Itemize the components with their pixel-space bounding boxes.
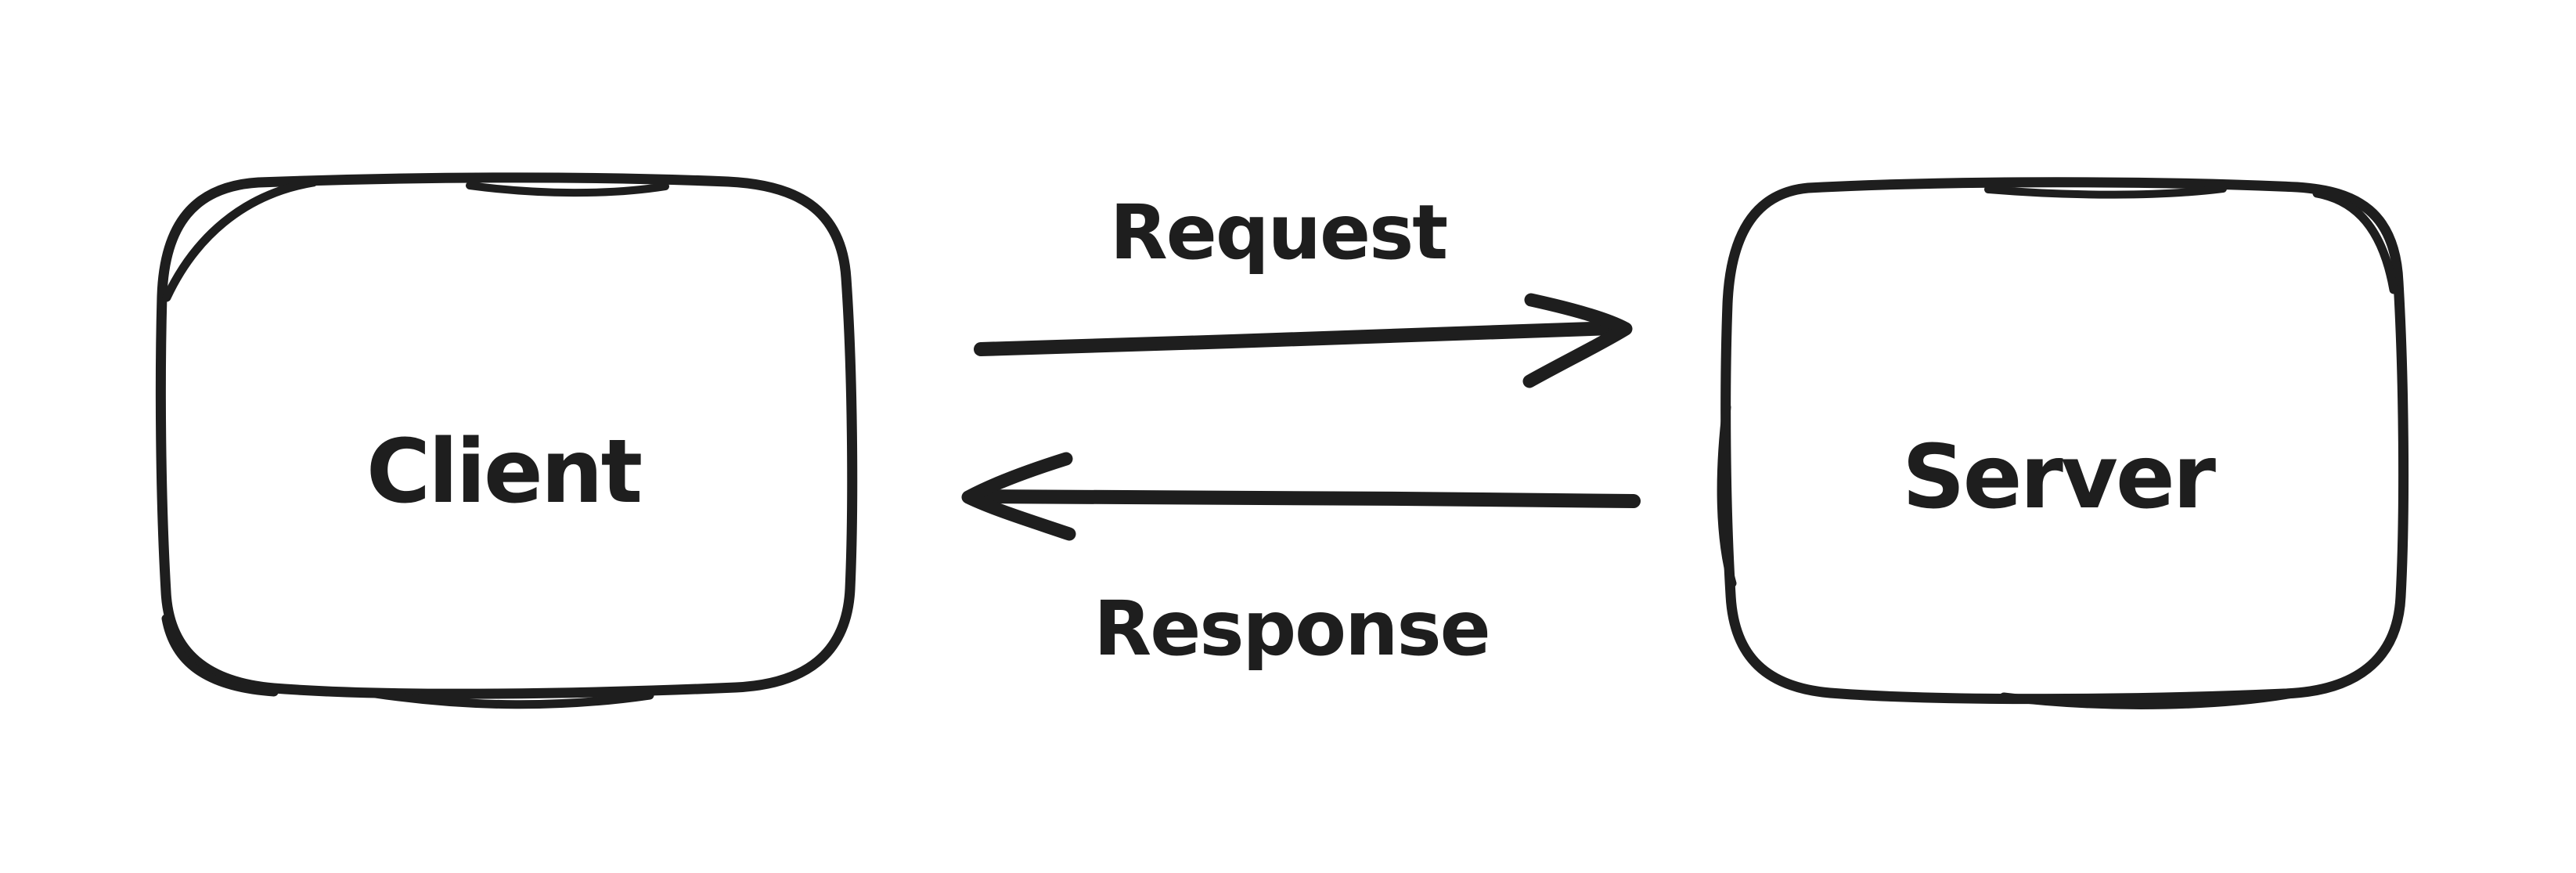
server-box-overdraw-left-edge xyxy=(1717,402,1737,588)
client-node xyxy=(155,172,858,709)
server-box-overdraw-top-right-corner xyxy=(2312,189,2398,294)
labels-layer: Client Server Request Response xyxy=(366,189,2218,673)
request-arrow-label: Request xyxy=(1110,189,1447,276)
client-box-outline xyxy=(155,172,858,699)
response-arrow-label: Response xyxy=(1093,585,1489,673)
client-box-overdraw-top-edge xyxy=(466,182,669,197)
response-arrow-shaft xyxy=(970,489,1641,508)
client-box-overdraw-bottom-edge xyxy=(371,689,654,709)
request-arrow-shaft xyxy=(974,321,1619,356)
response-arrowhead xyxy=(961,452,1076,541)
server-box-overdraw-top-edge xyxy=(1984,185,2227,199)
request-arrowhead xyxy=(1522,293,1633,388)
server-node-label: Server xyxy=(1902,427,2216,528)
server-box-overdraw-bottom-edge xyxy=(1999,687,2306,709)
response-arrow xyxy=(961,452,1641,541)
request-arrow xyxy=(974,293,1633,388)
server-node xyxy=(1717,177,2409,709)
client-box-overdraw-top-left-corner xyxy=(162,178,318,302)
client-node-label: Client xyxy=(366,421,641,523)
client-box-overdraw-bottom-left-corner xyxy=(161,614,279,697)
strokes-layer xyxy=(155,172,2409,709)
